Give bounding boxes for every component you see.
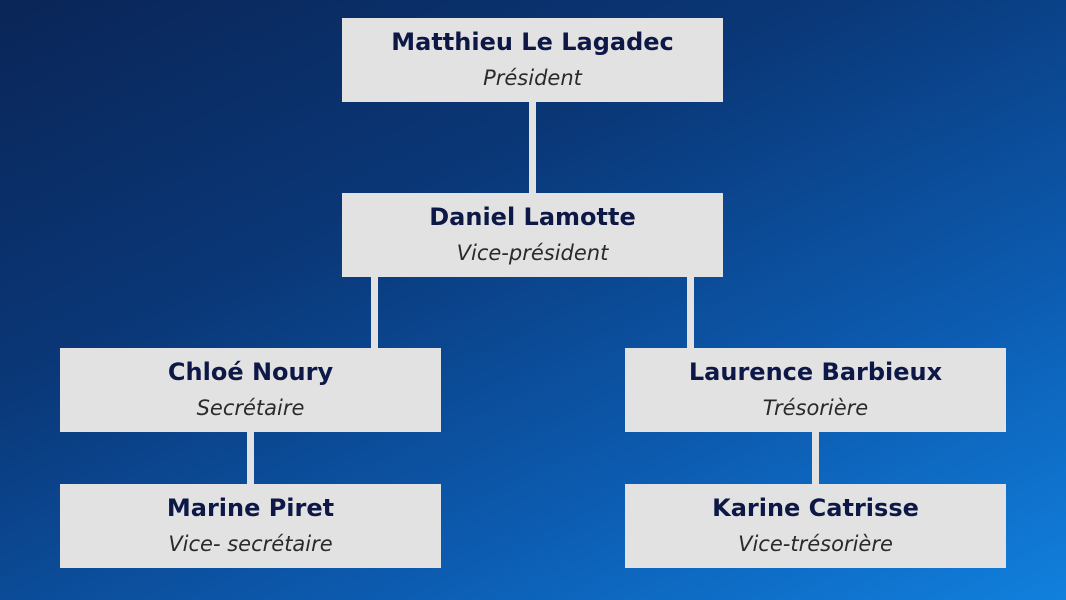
connector-president-vice-president — [529, 101, 536, 193]
secretary-box: Chloé Noury Secrétaire — [60, 348, 441, 432]
vice-treasurer-role: Vice-trésorière — [738, 532, 893, 556]
secretary-role: Secrétaire — [196, 396, 305, 420]
vice-secretary-role: Vice- secrétaire — [168, 532, 333, 556]
connector-vice-president-secretary — [371, 276, 378, 348]
vice-treasurer-box: Karine Catrisse Vice-trésorière — [625, 484, 1006, 568]
connector-vice-president-treasurer — [687, 276, 694, 348]
vice-president-name: Daniel Lamotte — [429, 203, 636, 231]
treasurer-box: Laurence Barbieux Trésorière — [625, 348, 1006, 432]
connector-treasurer-vice-treasurer — [812, 431, 819, 484]
president-box: Matthieu Le Lagadec Président — [342, 18, 723, 102]
president-role: Président — [483, 66, 582, 90]
vice-secretary-name: Marine Piret — [166, 494, 335, 522]
vice-secretary-box: Marine Piret Vice- secrétaire — [60, 484, 441, 568]
president-name: Matthieu Le Lagadec — [391, 28, 674, 56]
vice-president-box: Daniel Lamotte Vice-président — [342, 193, 723, 277]
vice-president-role: Vice-président — [456, 241, 609, 265]
treasurer-role: Trésorière — [762, 396, 869, 420]
vice-treasurer-name: Karine Catrisse — [712, 494, 919, 522]
connector-secretary-vice-secretary — [247, 431, 254, 484]
secretary-name: Chloé Noury — [167, 358, 334, 386]
treasurer-name: Laurence Barbieux — [688, 358, 943, 386]
